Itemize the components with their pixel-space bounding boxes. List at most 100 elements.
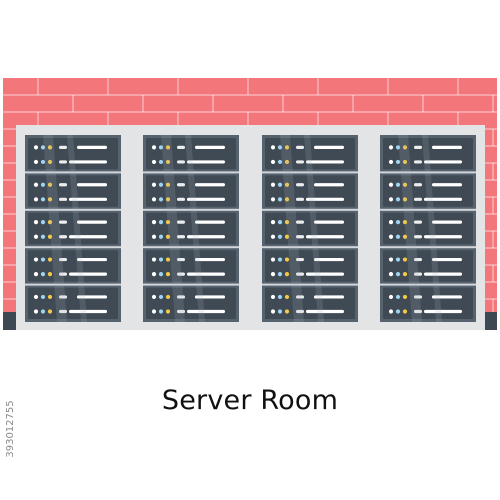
status-led (151, 182, 157, 187)
drive-bar-short (296, 197, 304, 201)
status-led (40, 257, 46, 262)
status-led (47, 309, 53, 314)
rack-divider (262, 246, 358, 249)
rack-divider (25, 246, 121, 249)
status-led (277, 294, 283, 300)
drive-bar (195, 257, 225, 262)
status-led (270, 182, 276, 187)
server-racks (25, 135, 476, 322)
drive-bar-short (59, 145, 67, 149)
server-module (383, 250, 473, 282)
status-led (388, 294, 394, 300)
drive-bar (432, 220, 462, 224)
status-led (158, 294, 164, 300)
status-led (33, 182, 39, 187)
reflection-stripe (398, 135, 422, 322)
status-led (165, 220, 171, 225)
drive-bar-short (177, 309, 185, 314)
drive-bar-short (414, 197, 422, 201)
status-led (33, 309, 39, 314)
glass-reflection (43, 135, 87, 322)
status-led (388, 257, 394, 262)
drive-bar (314, 220, 344, 224)
status-led (33, 294, 39, 300)
status-led (388, 197, 394, 202)
status-led (395, 294, 401, 300)
rack-divider (380, 171, 476, 174)
rack-divider (380, 283, 476, 286)
drive-bar (77, 220, 107, 224)
status-led (388, 145, 394, 150)
reflection-stripe (422, 135, 442, 322)
drive-bar-short (177, 295, 185, 299)
glass-reflection (398, 135, 442, 322)
status-led (47, 197, 53, 202)
drive-bar (306, 235, 344, 239)
status-led (165, 197, 171, 202)
status-led (277, 309, 283, 314)
drive-bar-short (59, 235, 67, 239)
server-module (146, 287, 236, 319)
server-rack-icon (25, 135, 121, 322)
server-module (28, 212, 118, 245)
status-led (165, 145, 171, 150)
server-rack-icon (262, 135, 358, 322)
status-led (165, 182, 171, 187)
status-led (47, 145, 53, 150)
status-led (270, 234, 276, 239)
rack-divider (143, 283, 239, 286)
drive-bar (314, 145, 344, 149)
status-led (165, 272, 171, 277)
drive-bar (195, 183, 225, 187)
status-led (158, 257, 164, 262)
drive-bar (187, 197, 225, 201)
drive-bar-short (177, 257, 185, 262)
drive-bar (195, 295, 225, 299)
status-led (40, 145, 46, 150)
drive-bar (424, 235, 462, 239)
status-led (151, 145, 157, 150)
status-led (151, 197, 157, 202)
status-led (47, 182, 53, 187)
status-led (165, 309, 171, 314)
status-led (277, 159, 283, 165)
caption-text: Server Room (161, 385, 339, 416)
drive-bar (424, 197, 462, 201)
status-led (402, 220, 408, 225)
drive-bar (424, 309, 462, 314)
status-led (270, 257, 276, 262)
status-led (395, 272, 401, 277)
drive-bar (424, 160, 462, 164)
server-rack-icon (380, 135, 476, 322)
drive-bar-short (414, 295, 422, 299)
server-rack-icon (143, 135, 239, 322)
drive-bar (195, 145, 225, 149)
drive-bar (195, 220, 225, 224)
status-led (151, 257, 157, 262)
drive-bar (69, 272, 107, 276)
drive-bar-short (296, 145, 304, 149)
drive-bar (77, 257, 107, 262)
drive-bar-short (59, 272, 67, 276)
drive-bar-short (296, 272, 304, 276)
drive-bar (306, 272, 344, 276)
drive-bar-short (414, 145, 422, 149)
drive-bar-short (177, 183, 185, 187)
drive-bar (187, 160, 225, 164)
drive-bar-short (414, 160, 422, 164)
status-led (402, 257, 408, 262)
drive-bar-short (296, 160, 304, 164)
status-led (277, 234, 283, 239)
glass-reflection (280, 135, 324, 322)
drive-bar (432, 295, 462, 299)
status-led (47, 234, 53, 239)
status-led (47, 220, 53, 225)
drive-bar-short (177, 160, 185, 164)
rack-divider (262, 283, 358, 286)
drive-bar (187, 309, 225, 314)
drive-bar (306, 160, 344, 164)
status-led (402, 272, 408, 277)
status-led (402, 145, 408, 150)
status-led (388, 220, 394, 225)
status-led (165, 159, 171, 165)
